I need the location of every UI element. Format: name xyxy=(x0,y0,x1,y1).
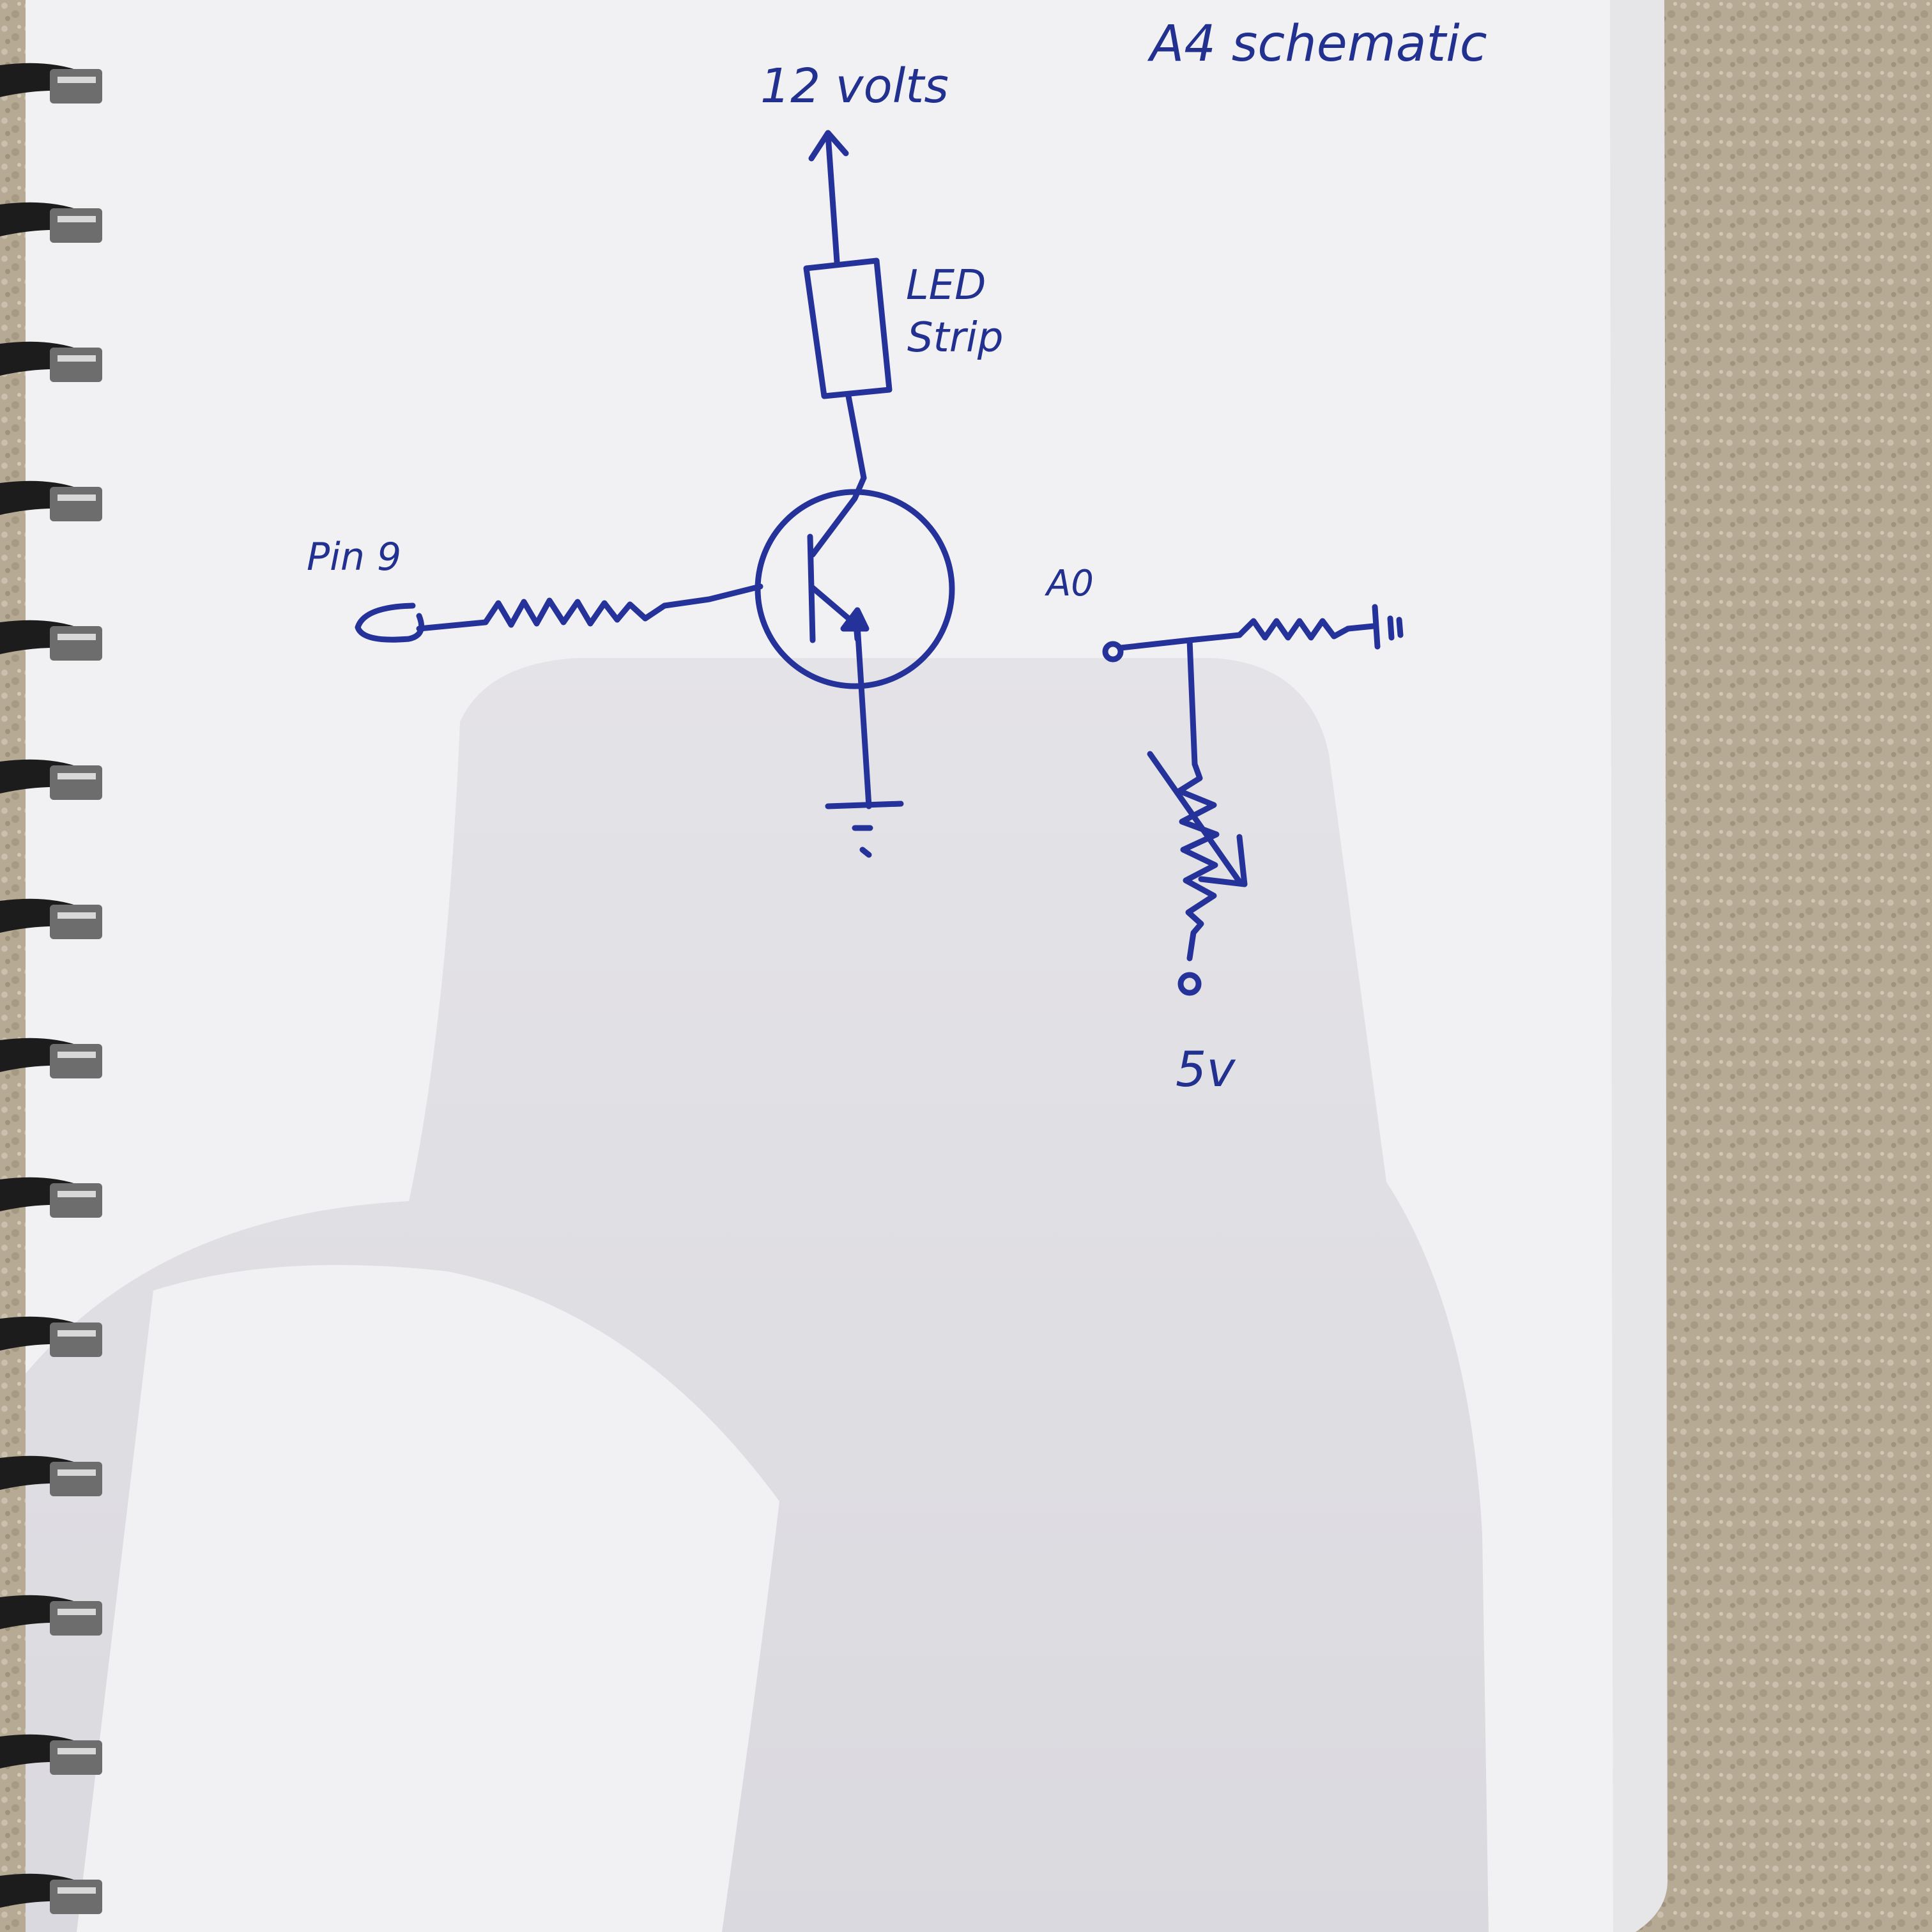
emitter-ground-wire xyxy=(854,622,872,809)
led-label-line2: Strip xyxy=(907,314,1003,362)
binding-hole xyxy=(50,1601,102,1636)
five-volt-terminal-icon xyxy=(1177,972,1202,996)
binding-hole xyxy=(50,626,102,661)
supply-arrow-icon xyxy=(808,130,849,265)
base-resistor xyxy=(416,583,763,632)
collector-wire xyxy=(845,393,867,481)
binding-hole xyxy=(50,208,102,243)
variable-arrow-icon xyxy=(1147,751,1248,887)
variable-resistor xyxy=(1176,761,1220,962)
hand-shadow xyxy=(26,658,1489,1932)
supply-label: 12 volts xyxy=(760,59,949,114)
a0-terminal-icon xyxy=(1102,641,1124,663)
coil-highlight xyxy=(57,1887,96,1894)
ground-icon xyxy=(825,801,904,858)
five-volt-label: 5v xyxy=(1176,1041,1236,1098)
spiral-binding xyxy=(0,63,102,1914)
coil-highlight xyxy=(57,773,96,779)
binding-hole xyxy=(50,1880,102,1914)
coil-highlight xyxy=(57,1330,96,1337)
binding-hole xyxy=(50,1322,102,1357)
coil-highlight xyxy=(57,1191,96,1197)
pulldown-resistor xyxy=(1236,618,1351,641)
coil-highlight xyxy=(57,1609,96,1615)
coil-highlight xyxy=(57,494,96,501)
binding-hole xyxy=(50,1740,102,1775)
a0-label: A0 xyxy=(1045,563,1094,604)
coil-highlight xyxy=(57,634,96,640)
binding-hole xyxy=(50,487,102,521)
binding-hole xyxy=(50,1044,102,1078)
binding-hole xyxy=(50,69,102,103)
coil-highlight xyxy=(57,77,96,83)
coil-highlight xyxy=(57,1748,96,1754)
coil-highlight xyxy=(57,1469,96,1476)
page-title: A4 schematic xyxy=(1147,15,1487,73)
schematic xyxy=(355,130,1404,996)
binding-hole xyxy=(50,348,102,382)
battery-ground-icon xyxy=(1345,604,1404,650)
led-strip-box xyxy=(803,257,893,399)
binding-hole xyxy=(50,1183,102,1218)
binding-hole xyxy=(50,765,102,800)
binding-hole xyxy=(50,905,102,939)
led-label-line1: LED xyxy=(906,262,986,309)
pin9-terminal-icon xyxy=(355,602,424,643)
coil-highlight xyxy=(57,355,96,362)
coil-highlight xyxy=(57,216,96,222)
page-stack-edge xyxy=(1597,0,1668,1932)
coil-highlight xyxy=(57,1052,96,1058)
pin9-label: Pin 9 xyxy=(307,535,401,579)
coil-highlight xyxy=(57,912,96,919)
binding-hole xyxy=(50,1462,102,1496)
sensor-vertical-wire xyxy=(1186,637,1198,767)
